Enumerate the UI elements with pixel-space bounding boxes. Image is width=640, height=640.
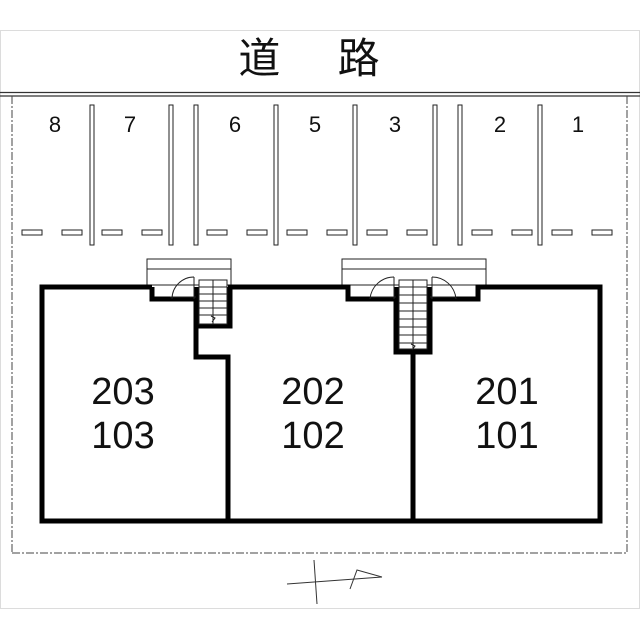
unit-lower-number: 103 <box>91 415 155 457</box>
stair-right <box>398 279 428 351</box>
door-right-pair <box>369 276 457 300</box>
unit-upper-number: 203 <box>91 371 155 413</box>
north-arrow-icon <box>286 559 383 605</box>
unit-block-203-103: 203 103 <box>48 370 198 458</box>
unit-block-201-101: 201 101 <box>432 370 582 458</box>
stair-left <box>198 279 228 325</box>
door-left <box>170 276 196 300</box>
unit-lower-number: 102 <box>281 415 345 457</box>
unit-upper-number: 202 <box>281 371 345 413</box>
site-boundary <box>11 96 628 554</box>
unit-block-202-102: 202 102 <box>238 370 388 458</box>
parking-space-1: 1 <box>571 112 585 137</box>
parking-space-3: 3 <box>388 112 402 137</box>
parking-dividers <box>89 104 543 246</box>
unit-lower-number: 101 <box>475 415 539 457</box>
road-label: 道 路 <box>238 34 402 83</box>
parking-space-2: 2 <box>493 112 507 137</box>
parking-space-8: 8 <box>48 112 62 137</box>
parking-stop-marks <box>21 229 613 236</box>
parking-space-7: 7 <box>123 112 137 137</box>
parking-space-6: 6 <box>228 112 242 137</box>
entrance-canopies <box>146 258 487 286</box>
unit-upper-number: 201 <box>475 371 539 413</box>
parking-space-5: 5 <box>308 112 322 137</box>
